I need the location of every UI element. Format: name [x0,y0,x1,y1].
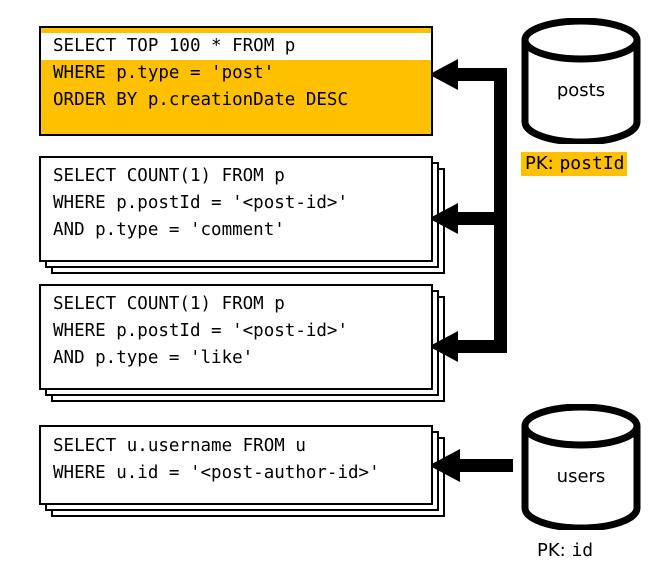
cylinder-icon [521,403,641,532]
pk-value: postId [559,153,625,174]
pk-value: id [571,540,594,561]
query-card-author-username-query[interactable]: SELECT u.username FROM u WHERE u.id = '<… [39,425,445,517]
query-card-comment-count-query[interactable]: SELECT COUNT(1) FROM p WHERE p.postId = … [39,156,445,274]
query-line: WHERE u.id = '<post-author-id>' [41,460,431,487]
query-card-top-posts-query[interactable]: SELECT TOP 100 * FROM p WHERE p.type = '… [39,26,433,136]
datastore-label: posts [556,80,606,101]
datastore-label: users [556,466,606,487]
pk-prefix: PK: [525,153,560,174]
datastore-posts-container[interactable]: posts [521,17,641,146]
query-line: SELECT TOP 100 * FROM p [41,33,431,60]
cylinder-icon [521,17,641,146]
posts-primary-key-label: PK: postId [521,152,628,176]
datastore-users-container[interactable]: users [521,403,641,532]
query-line: WHERE p.postId = '<post-id>' [41,190,431,217]
query-line: SELECT COUNT(1) FROM p [41,291,431,318]
query-line: ORDER BY p.creationDate DESC [41,87,431,114]
query-line: AND p.type = 'comment' [41,217,431,244]
query-line: AND p.type = 'like' [41,345,431,372]
users-primary-key-label: PK: id [537,540,593,561]
query-card-like-count-query[interactable]: SELECT COUNT(1) FROM p WHERE p.postId = … [39,284,445,402]
query-card-face[interactable]: SELECT COUNT(1) FROM p WHERE p.postId = … [39,284,433,390]
query-card-face[interactable]: SELECT u.username FROM u WHERE u.id = '<… [39,425,433,505]
query-line: WHERE p.postId = '<post-id>' [41,318,431,345]
query-card-face[interactable]: SELECT COUNT(1) FROM p WHERE p.postId = … [39,156,433,262]
query-line: SELECT COUNT(1) FROM p [41,163,431,190]
pk-prefix: PK: [537,540,572,561]
query-line: SELECT u.username FROM u [41,433,431,460]
query-card-face[interactable]: SELECT TOP 100 * FROM p WHERE p.type = '… [39,26,433,136]
query-line: WHERE p.type = 'post' [41,60,431,87]
